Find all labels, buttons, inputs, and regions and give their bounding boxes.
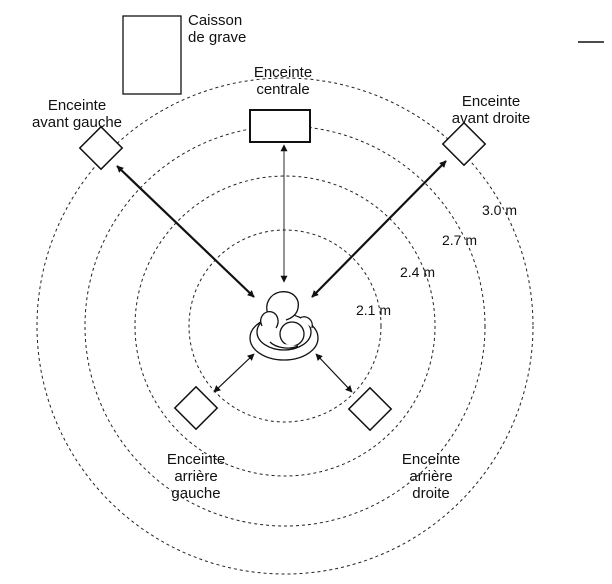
distance-label-2-1m: 2.1 m: [356, 302, 392, 318]
ring-3-0m: [36, 77, 534, 575]
arrow-rear-right: [315, 353, 353, 393]
rear-left-speaker: [173, 385, 219, 431]
subwoofer-box: [122, 15, 182, 95]
front-right-speaker: [441, 121, 487, 167]
center-speaker: [249, 109, 311, 143]
arrow-front-right: [311, 160, 447, 298]
arrow-front-left: [116, 165, 255, 298]
front-left-speaker: [78, 125, 124, 171]
distance-label-2-7m: 2.7 m: [442, 232, 478, 248]
distance-label-2-4m: 2.4 m: [400, 264, 436, 280]
subwoofer-label: Caisson de grave: [188, 12, 247, 46]
rear-right-speaker-label: Enceinte arrière droite: [401, 451, 461, 502]
distance-arrows: [116, 144, 447, 393]
center-speaker-label: Enceinte centrale: [253, 64, 313, 98]
arrow-rear-left: [213, 353, 255, 393]
rear-right-speaker: [347, 386, 393, 432]
rear-left-speaker-label: Enceinte arrière gauche: [166, 451, 226, 502]
front-right-speaker-label: Enceinte avant droite: [451, 93, 531, 127]
seated-listener-icon: [249, 291, 319, 361]
ring-2-4m: [134, 175, 436, 477]
front-left-speaker-label: Enceinte avant gauche: [31, 97, 123, 131]
distance-label-3-0m: 3.0 m: [482, 202, 518, 218]
